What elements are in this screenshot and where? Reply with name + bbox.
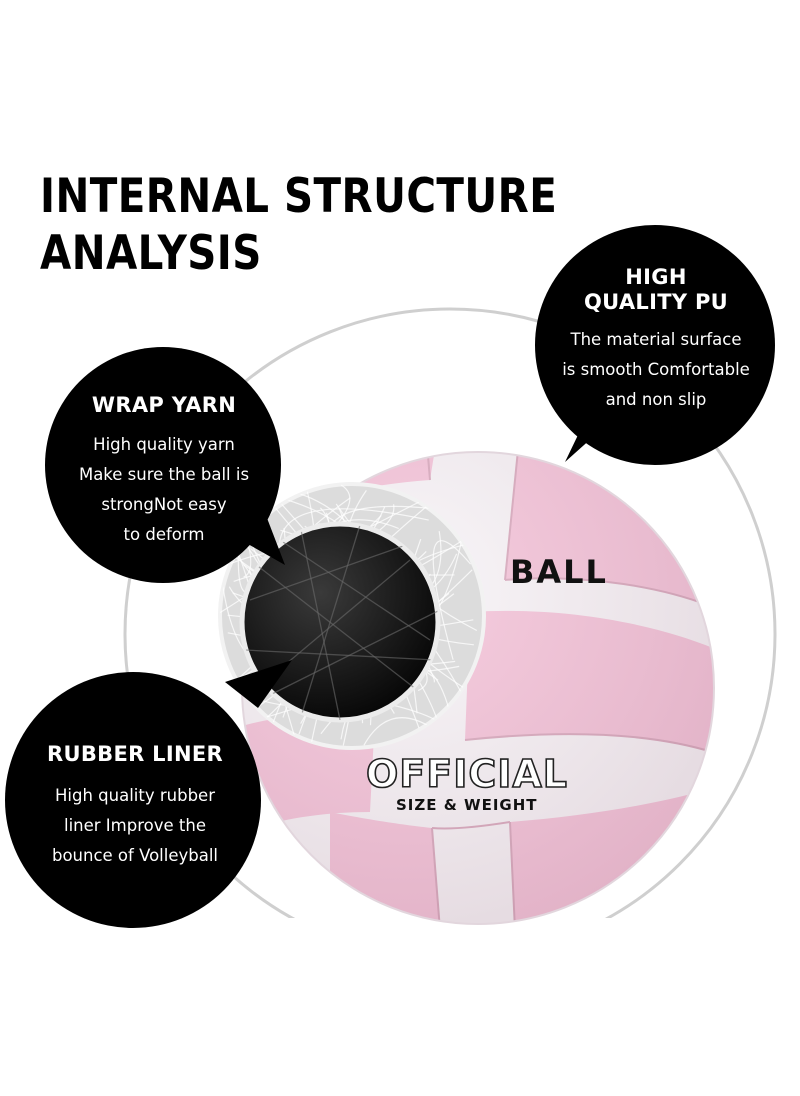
callout-rubber-body: High quality rubber liner Improve the bo… [15, 781, 255, 871]
callout-yarn-title: WRAP YARN [91, 393, 237, 417]
callout-pu-title-2: QUALITY PU [584, 290, 728, 314]
yarn-fiber [432, 540, 472, 660]
cutaway-layers [218, 482, 486, 750]
ball-print-top: BALL [510, 553, 608, 591]
yarn-fiber [363, 717, 429, 746]
callout-pu: HIGH QUALITY PU The material surface is … [540, 265, 772, 415]
callout-yarn-line-1: High quality yarn [93, 435, 235, 454]
callout-yarn-line-2: Make sure the ball is [78, 465, 250, 484]
callout-bubble-yarn [45, 347, 285, 583]
ball-print-main: OFFICIAL [365, 751, 569, 797]
callout-yarn-body: High quality yarn Make sure the ball is … [48, 430, 280, 550]
callout-rubber-line-3: bounce of Volleyball [51, 846, 219, 865]
callout-pu-body: The material surface is smooth Comfortab… [540, 325, 772, 415]
callout-rubber-line-2: liner Improve the [64, 816, 206, 835]
callout-pu-line-3: and non slip [605, 390, 707, 409]
callout-rubber: RUBBER LINER High quality rubber liner I… [15, 742, 255, 871]
callout-pu-title-1: HIGH [625, 265, 687, 289]
callout-pu-line-1: The material surface [570, 330, 742, 349]
callout-bubble-pu [535, 225, 775, 465]
headline-line-2: ANALYSIS [40, 226, 262, 281]
callout-bubble-rubber [5, 660, 292, 928]
callout-rubber-title: RUBBER LINER [47, 742, 223, 766]
callout-yarn: WRAP YARN High quality yarn Make sure th… [48, 393, 280, 550]
ball-print-sub: SIZE & WEIGHT [396, 796, 538, 814]
callout-yarn-line-4: to deform [123, 525, 205, 544]
callout-pu-line-2: is smooth Comfortable [562, 360, 750, 379]
page-headline: INTERNAL STRUCTURE ANALYSIS [40, 168, 557, 282]
callout-rubber-line-1: High quality rubber [55, 786, 215, 805]
headline-line-1: INTERNAL STRUCTURE [40, 169, 558, 224]
callout-yarn-line-3: strongNot easy [101, 495, 227, 514]
